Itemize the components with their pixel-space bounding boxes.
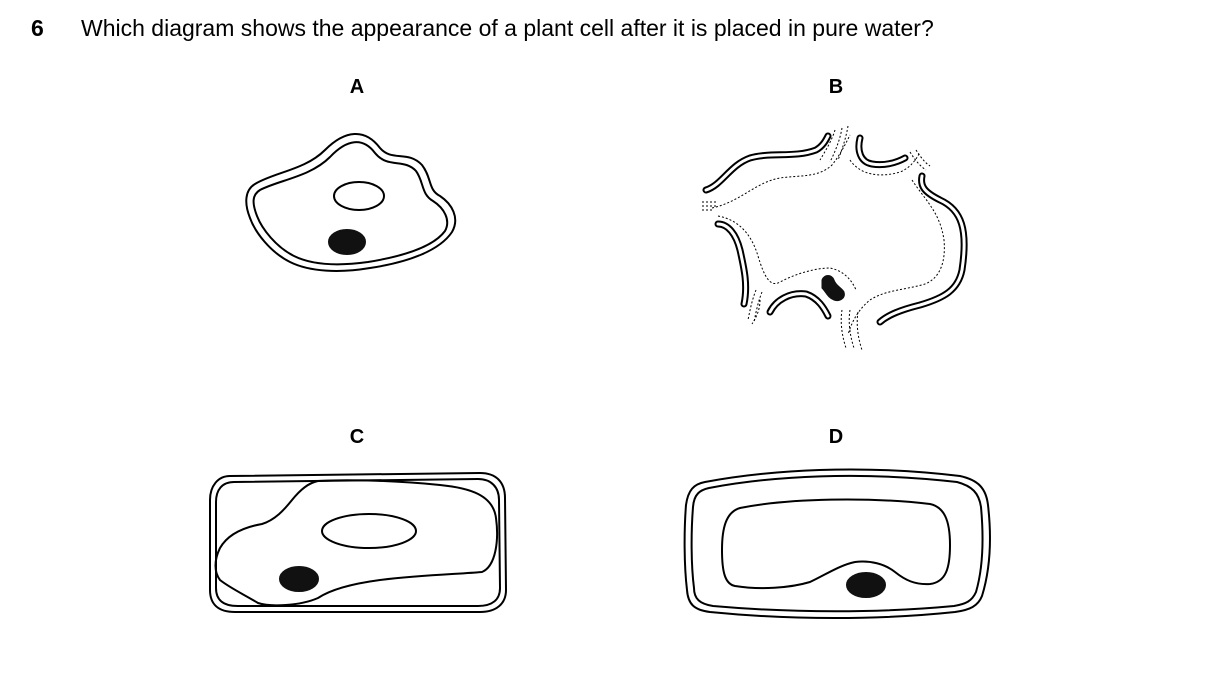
option-a-label: A — [349, 76, 365, 98]
diagram-a — [245, 133, 457, 272]
nucleus-c — [279, 566, 319, 592]
option-b-label: B — [828, 76, 844, 98]
vacuole-c — [321, 513, 417, 549]
vacuole-a — [333, 181, 385, 211]
vacuole-d — [720, 498, 952, 590]
diagram-c — [209, 471, 508, 613]
question-text: Which diagram shows the appearance of a … — [81, 15, 934, 41]
option-c-label: C — [349, 426, 365, 448]
diagram-b — [702, 125, 968, 351]
diagram-d — [683, 468, 991, 619]
option-d-label: D — [828, 426, 844, 448]
nucleus-b — [821, 275, 845, 301]
question-number: 6 — [31, 15, 44, 41]
nucleus-a — [328, 229, 366, 255]
nucleus-d — [846, 572, 886, 598]
